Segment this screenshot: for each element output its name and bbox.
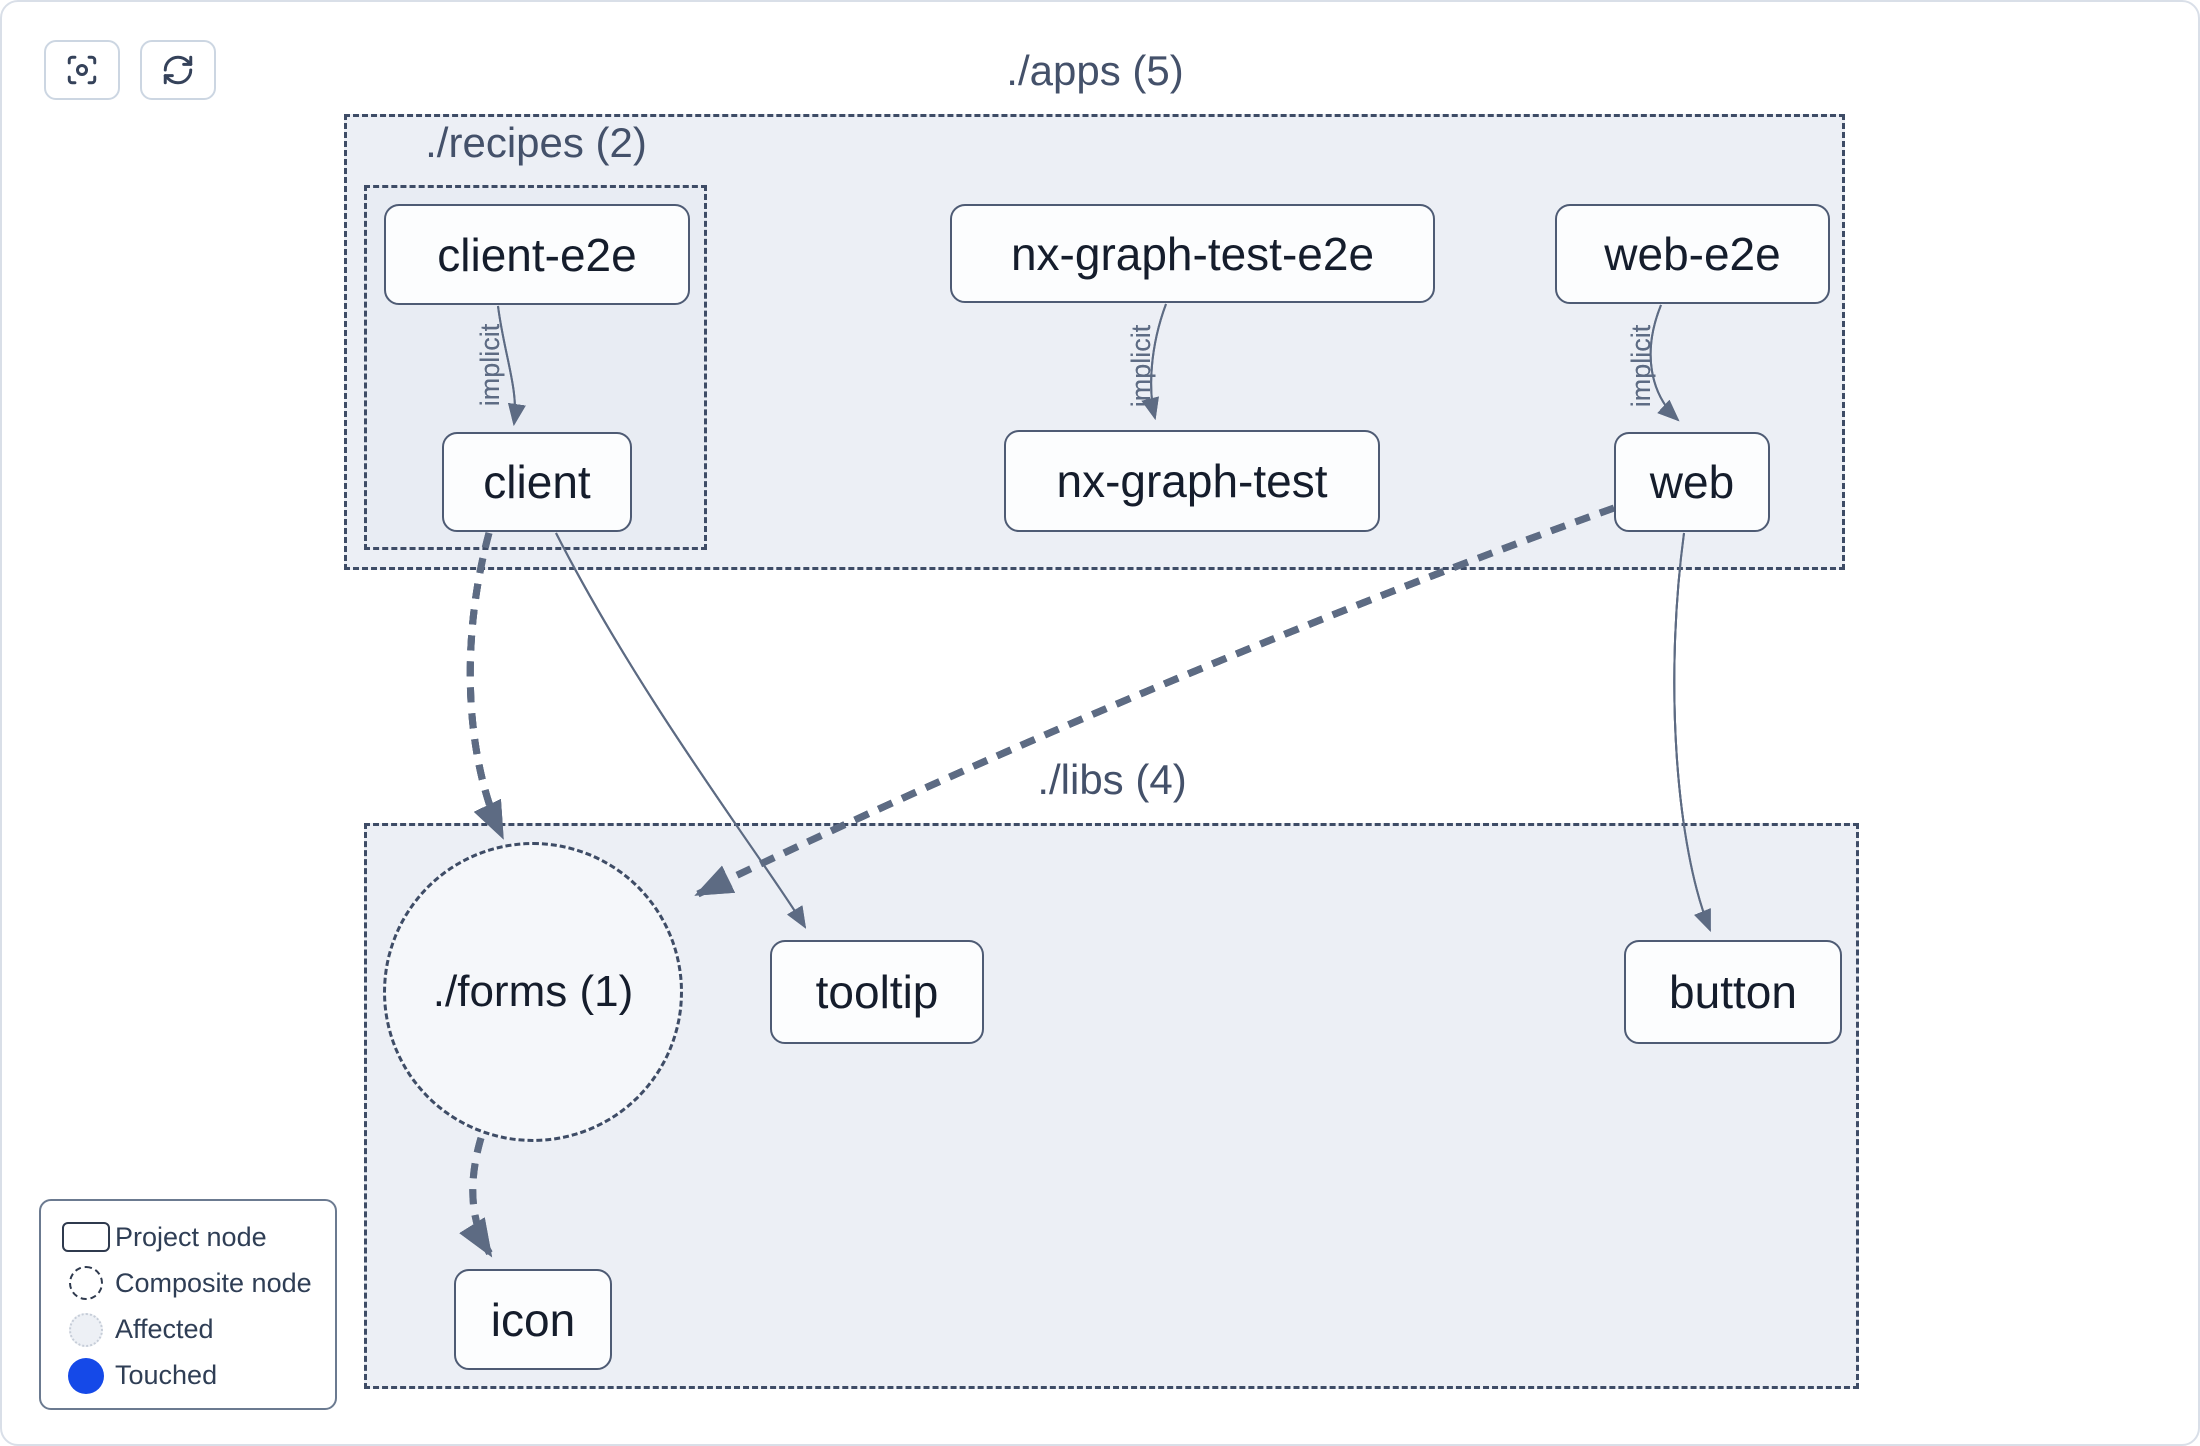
- project-node-icon: [57, 1222, 115, 1252]
- legend-item-affected: Affected: [57, 1308, 319, 1352]
- composite-node-forms[interactable]: ./forms (1): [383, 842, 683, 1142]
- composite-node-forms-label: ./forms (1): [432, 967, 634, 1016]
- legend-item-composite-node: Composite node: [57, 1261, 319, 1305]
- node-nx-graph-test[interactable]: nx-graph-test: [1004, 430, 1380, 532]
- group-libs-label: ./libs (4): [1037, 756, 1187, 803]
- legend-label: Affected: [115, 1314, 214, 1345]
- group-recipes-label: ./recipes (2): [425, 119, 647, 166]
- group-apps-label: ./apps (5): [1006, 47, 1184, 94]
- node-button-label: button: [1669, 966, 1797, 1018]
- legend-label: Composite node: [115, 1267, 312, 1298]
- node-nx-graph-test-label: nx-graph-test: [1056, 455, 1328, 507]
- node-client-e2e[interactable]: client-e2e: [384, 204, 690, 305]
- node-nx-graph-test-e2e-label: nx-graph-test-e2e: [1010, 227, 1375, 280]
- refresh-button[interactable]: [140, 40, 216, 100]
- focus-icon: [67, 55, 97, 85]
- node-icon[interactable]: icon: [454, 1269, 612, 1370]
- node-tooltip[interactable]: tooltip: [770, 940, 984, 1044]
- node-web[interactable]: web: [1614, 432, 1770, 532]
- node-tooltip-label: tooltip: [815, 966, 939, 1018]
- node-web-e2e[interactable]: web-e2e: [1555, 204, 1830, 304]
- node-web-e2e-label: web-e2e: [1604, 228, 1781, 280]
- legend-item-project-node: Project node: [57, 1215, 319, 1259]
- legend-label: Touched: [115, 1360, 218, 1391]
- focus-button[interactable]: [44, 40, 120, 100]
- node-button[interactable]: button: [1624, 940, 1842, 1044]
- touched-icon: [57, 1357, 115, 1394]
- node-web-label: web: [1649, 456, 1735, 508]
- legend-label: Project node: [115, 1221, 267, 1252]
- composite-node-icon: [57, 1266, 115, 1301]
- node-icon-label: icon: [490, 1293, 576, 1346]
- legend: Project node Composite node Affected Tou…: [39, 1199, 337, 1410]
- node-client-e2e-label: client-e2e: [437, 228, 637, 281]
- refresh-icon: [163, 55, 193, 85]
- affected-icon: [57, 1312, 115, 1347]
- node-client[interactable]: client: [442, 432, 632, 532]
- node-client-label: client: [483, 456, 591, 508]
- legend-item-touched: Touched: [57, 1354, 319, 1398]
- node-nx-graph-test-e2e[interactable]: nx-graph-test-e2e: [950, 204, 1435, 303]
